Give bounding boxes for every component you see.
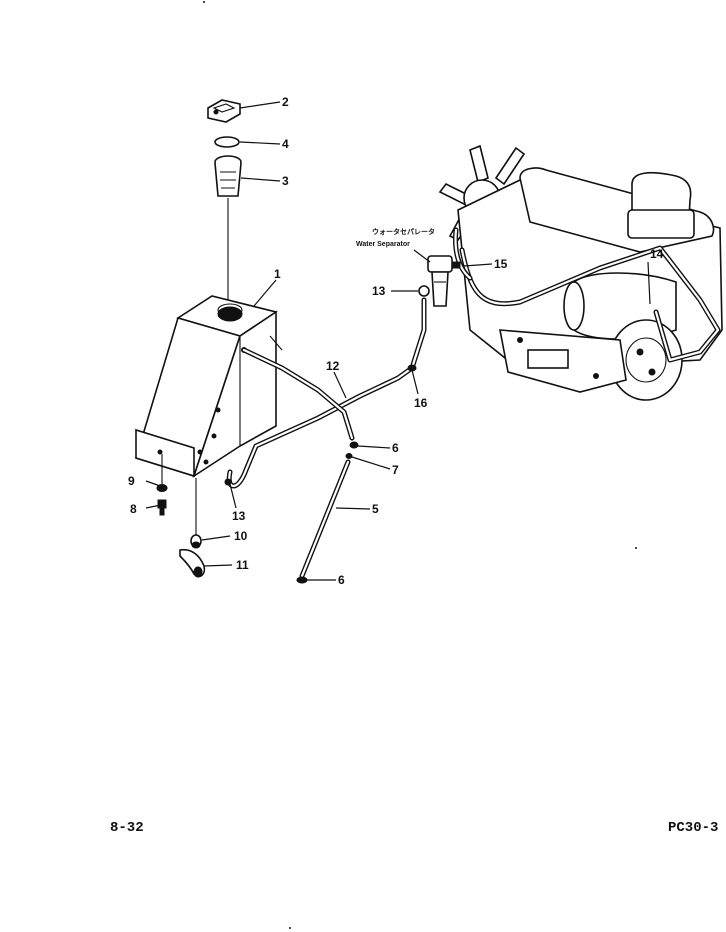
o-ring — [214, 136, 240, 148]
hose-clamp-13-separator — [418, 285, 430, 297]
callout-6-lower: 6 — [338, 573, 345, 587]
model-code: PC30-3 — [668, 820, 719, 836]
callout-9: 9 — [128, 474, 135, 488]
callout-7: 7 — [392, 463, 399, 477]
callout-2: 2 — [282, 95, 289, 109]
scan-speck — [289, 927, 291, 929]
water-separator-label-japanese: ウォータセパレータ — [372, 227, 435, 236]
scan-speck — [203, 1, 205, 3]
hose-clamp-6-upper — [349, 441, 359, 449]
strainer — [214, 155, 242, 197]
callout-12: 12 — [326, 359, 340, 373]
page-number: 8-32 — [110, 820, 144, 836]
fuel-tank — [135, 295, 283, 478]
callout-14: 14 — [650, 247, 664, 261]
hose-clamp-7 — [345, 453, 353, 459]
engine-assembly — [438, 144, 723, 401]
hose-clamp-13-tank — [224, 478, 232, 486]
callout-13-tank: 13 — [232, 509, 246, 523]
hose-clamp-6-lower — [296, 576, 308, 584]
water-separator — [427, 255, 461, 307]
callout-8: 8 — [130, 502, 137, 516]
callout-3: 3 — [282, 174, 289, 188]
callout-1: 1 — [274, 267, 281, 281]
scan-speck — [635, 547, 637, 549]
drain-plug-8 — [157, 499, 167, 516]
callout-13-separator: 13 — [372, 284, 386, 298]
callout-11: 11 — [236, 558, 249, 572]
callout-15: 15 — [494, 257, 508, 271]
callout-4: 4 — [282, 137, 289, 151]
callout-16: 16 — [414, 396, 428, 410]
callout-5: 5 — [372, 502, 379, 516]
leader-lines — [145, 101, 651, 581]
water-separator-leader — [413, 249, 431, 263]
filler-cap — [207, 99, 241, 123]
drain-valve-10 — [190, 534, 202, 549]
callout-10: 10 — [234, 529, 248, 543]
drain-cock-11 — [179, 548, 206, 578]
callout-6-upper: 6 — [392, 441, 399, 455]
water-separator-label: Water Separator — [356, 241, 410, 248]
